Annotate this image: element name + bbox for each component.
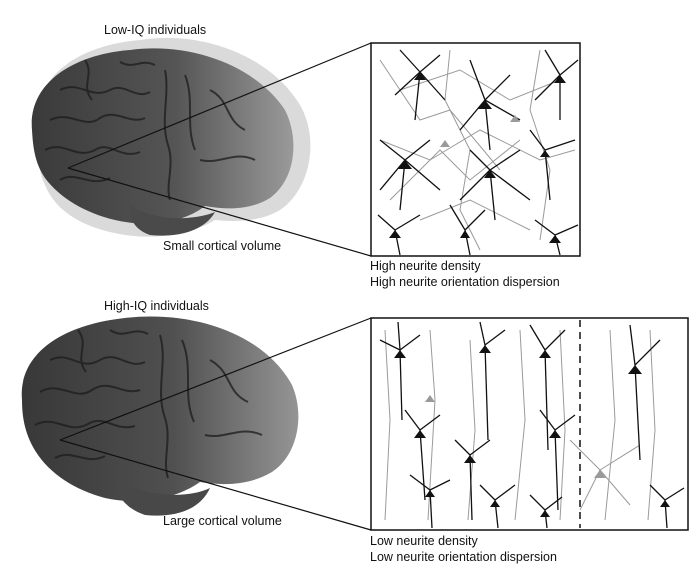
large-volume-label: Large cortical volume [163,514,282,528]
bottom-neurite-panel [370,317,689,531]
bottom-brain [21,316,299,516]
high-iq-group-label: High-IQ individuals [104,299,209,313]
top-zoom-lines [67,42,372,257]
bottom-brain-gyri [34,329,263,479]
bottom-brain-cortex [21,316,299,502]
low-iq-group-label: Low-IQ individuals [104,23,207,37]
top-brain [31,37,311,237]
top-brain-cerebellum [129,205,215,236]
bottom-brain-cerebellum [115,478,210,516]
top-neurite-panel [370,42,581,257]
high-density-label: High neurite density [370,259,481,273]
bottom-zoom-lines [59,317,372,531]
high-dispersion-label: High neurite orientation dispersion [370,275,560,289]
low-density-label: Low neurite density [370,534,478,548]
top-brain-gyri [44,59,256,201]
small-volume-label: Small cortical volume [163,239,282,253]
low-dispersion-label: Low neurite orientation dispersion [370,550,557,564]
